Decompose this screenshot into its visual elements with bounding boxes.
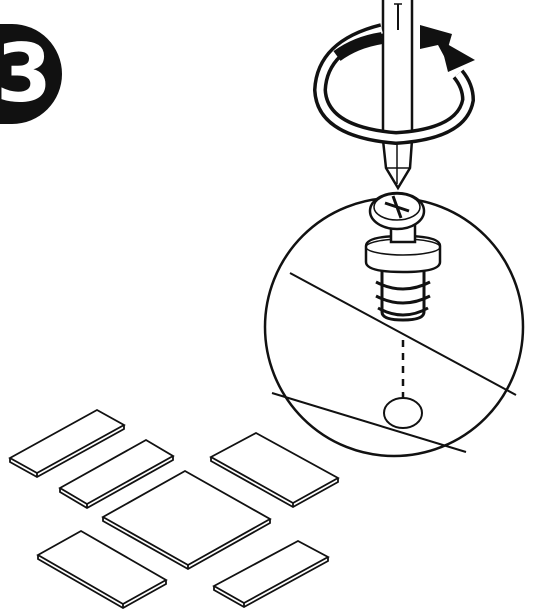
panel-parts-layout (8, 408, 340, 610)
panel-piece (36, 529, 168, 610)
step-number-badge: 3 (0, 24, 62, 124)
panel-piece (212, 539, 330, 609)
panel-piece (58, 438, 175, 510)
rotation-arrow-icon (312, 23, 476, 146)
panel-piece (209, 431, 340, 509)
screwdriver-icon (381, 0, 414, 191)
panel-piece (101, 469, 272, 571)
panel-piece (8, 408, 126, 479)
cam-bolt-icon (364, 191, 442, 322)
step-number: 3 (0, 27, 52, 120)
pre-drilled-hole-icon (383, 340, 423, 429)
